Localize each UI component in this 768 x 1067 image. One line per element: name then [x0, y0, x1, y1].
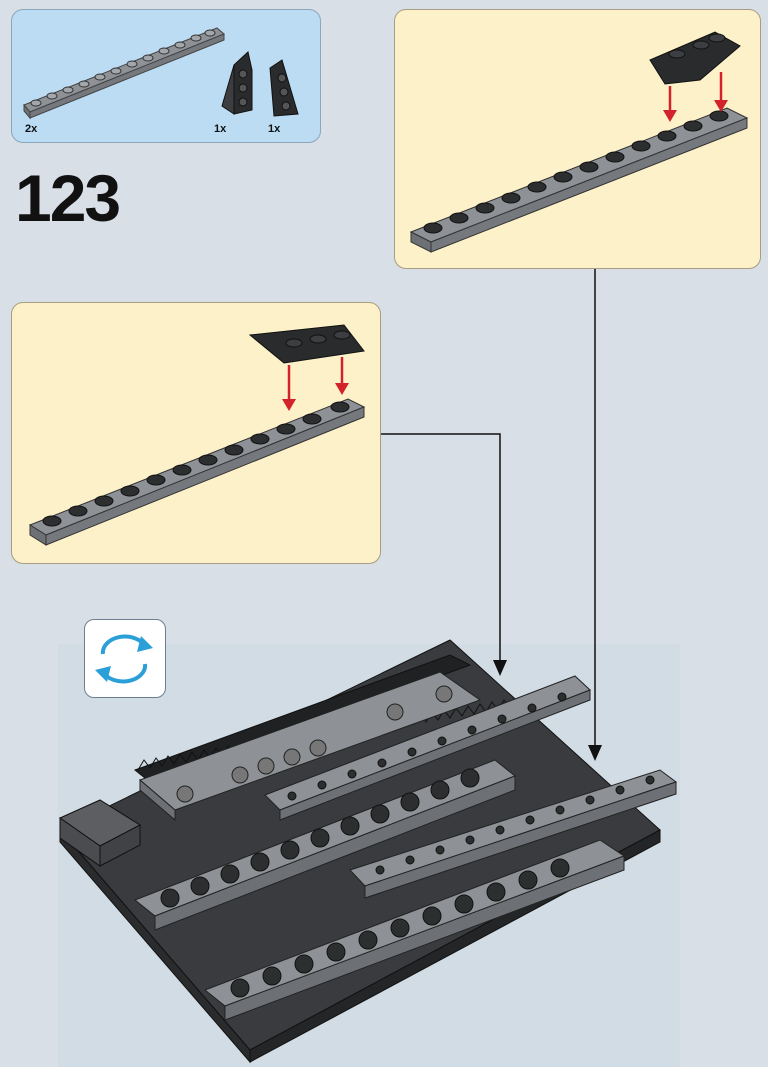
- wedge-plate-b: [248, 324, 365, 364]
- subassembly-a-art: [409, 31, 749, 253]
- red-arrows-a: [663, 72, 728, 122]
- parts-list-panel: 2x 1x 1x: [11, 9, 321, 143]
- subassembly-b-art: [28, 324, 366, 546]
- qty-plate: 2x: [25, 123, 38, 135]
- main-assembly-background: [58, 644, 680, 1067]
- subassembly-panel-a: [394, 9, 761, 269]
- parts-list-art: [23, 27, 299, 120]
- rotate-model-icon: [95, 634, 153, 684]
- wedge-plate-a: [649, 31, 741, 85]
- plate-1x12-part: [23, 27, 225, 120]
- qty-wedge-left: 1x: [214, 123, 227, 135]
- connector-arrow-b: [381, 433, 507, 676]
- subassembly-panel-b: [11, 302, 381, 564]
- qty-wedge-right: 1x: [268, 123, 281, 135]
- red-arrows-b: [282, 357, 349, 411]
- step-number: 123: [15, 161, 121, 235]
- wedge-right-part: [269, 59, 299, 117]
- rotate-box: [84, 619, 166, 698]
- wedge-left-part: [221, 51, 253, 115]
